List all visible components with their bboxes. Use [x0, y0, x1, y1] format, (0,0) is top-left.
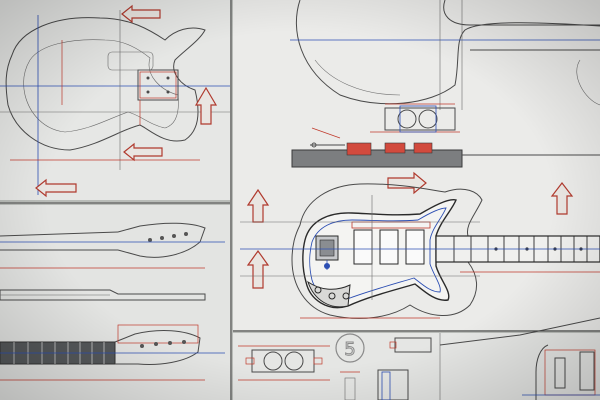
photo-vignette — [0, 0, 600, 400]
blueprint-drawing: 5 — [0, 0, 600, 400]
blueprint-photo: 5 — [0, 0, 600, 400]
